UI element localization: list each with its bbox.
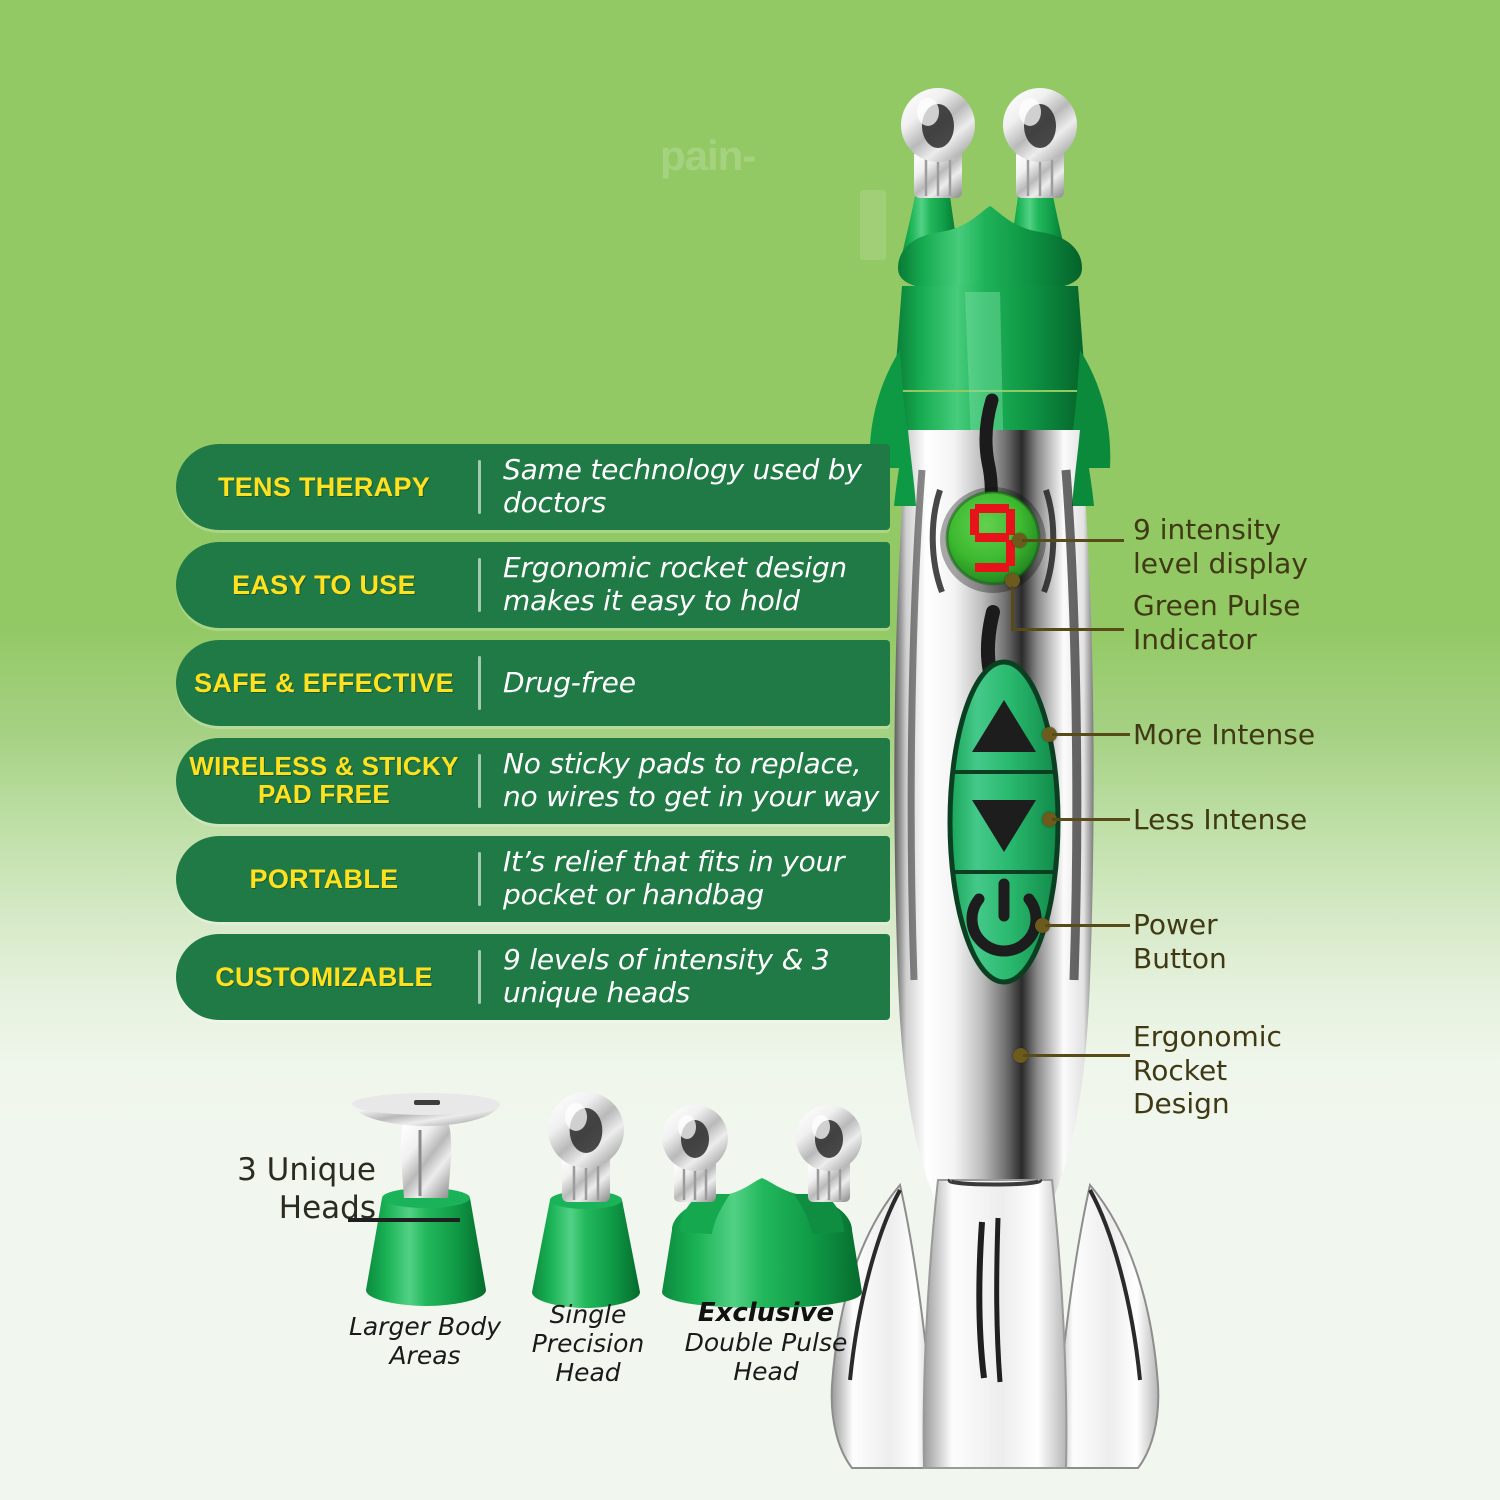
head-double-pulse: [662, 1105, 862, 1308]
callout-anchor-dot: [1035, 918, 1050, 933]
leader-line: [1052, 733, 1130, 736]
feature-row: TENS THERAPY Same technology used by doc…: [176, 444, 890, 530]
leader-line: [348, 1218, 460, 1222]
head-label-single-precision: Single Precision Head: [531, 1300, 645, 1387]
double-pulse-prongs: [900, 88, 1077, 268]
divider: [478, 656, 481, 710]
up-triangle-icon: [972, 700, 1036, 752]
head-label-double-pulse-group: Exclusive Double Pulse Head: [660, 1298, 872, 1386]
callout-anchor-dot: [1012, 533, 1027, 548]
feature-title: PORTABLE: [249, 863, 399, 894]
feature-row: WIRELESS & STICKY PAD FREE No sticky pad…: [176, 738, 890, 824]
feature-description: Same technology used by doctors: [503, 453, 862, 519]
callout-less-intense: Less Intense: [1133, 803, 1308, 836]
callout-anchor-dot: [1042, 727, 1057, 742]
feature-description: Drug-free: [503, 665, 636, 699]
feature-title: EASY TO USE: [232, 569, 416, 600]
leader-line: [1011, 586, 1014, 630]
callout-ergonomic-rocket-design: Ergonomic Rocket Design: [1133, 1020, 1282, 1121]
divider: [478, 460, 481, 514]
device-head-dome: [898, 206, 1082, 292]
leader-line: [1023, 1054, 1130, 1057]
divider: [478, 852, 481, 906]
right-fin: [1050, 1182, 1160, 1469]
feature-row: CUSTOMIZABLE 9 levels of intensity & 3 u…: [176, 934, 890, 1020]
leader-line: [1052, 818, 1130, 821]
feature-description: Ergonomic rocket design makes it easy to…: [503, 551, 847, 617]
leader-line: [1045, 924, 1130, 927]
divider: [478, 558, 481, 612]
divider: [478, 754, 481, 808]
head-label-exclusive: Exclusive: [697, 1298, 835, 1328]
feature-list: TENS THERAPY Same technology used by doc…: [176, 444, 890, 1032]
callout-intensity-display: 9 intensity level display: [1133, 513, 1308, 580]
callout-anchor-dot: [1042, 812, 1057, 827]
feature-description: 9 levels of intensity & 3 unique heads: [503, 943, 830, 1009]
callout-anchor-dot: [1005, 573, 1020, 588]
callout-anchor-dot: [1013, 1048, 1028, 1063]
leader-line: [1011, 628, 1124, 631]
leader-line: [1022, 539, 1124, 542]
head-label-double-pulse: Double Pulse Head: [684, 1328, 848, 1386]
background-watermark: pain-: [660, 132, 756, 179]
feature-description: No sticky pads to replace, no wires to g…: [503, 747, 880, 813]
head-label-larger-body-areas: Larger Body Areas: [348, 1312, 502, 1370]
background-watermark-mark: [860, 190, 886, 260]
feature-title: CUSTOMIZABLE: [215, 961, 433, 992]
feature-description: It’s relief that fits in your pocket or …: [503, 845, 845, 911]
callout-green-pulse-indicator: Green Pulse Indicator: [1133, 589, 1301, 656]
head-single-precision: [532, 1092, 640, 1308]
display-digit: [970, 504, 1015, 572]
feature-row: EASY TO USE Ergonomic rocket design make…: [176, 542, 890, 628]
feature-title: TENS THERAPY: [217, 471, 431, 502]
callout-three-unique-heads: 3 Unique Heads: [237, 1152, 376, 1226]
feature-row: PORTABLE It’s relief that fits in your p…: [176, 836, 890, 922]
center-fin: [922, 1179, 1068, 1469]
feature-row: SAFE & EFFECTIVE Drug-free: [176, 640, 890, 726]
feature-title: SAFE & EFFECTIVE: [194, 667, 454, 698]
callout-power-button: Power Button: [1133, 908, 1227, 975]
divider: [478, 950, 481, 1004]
feature-title: WIRELESS & STICKY PAD FREE: [189, 751, 459, 809]
callout-more-intense: More Intense: [1133, 718, 1316, 751]
power-icon: [966, 878, 1042, 957]
down-triangle-icon: [972, 800, 1036, 852]
